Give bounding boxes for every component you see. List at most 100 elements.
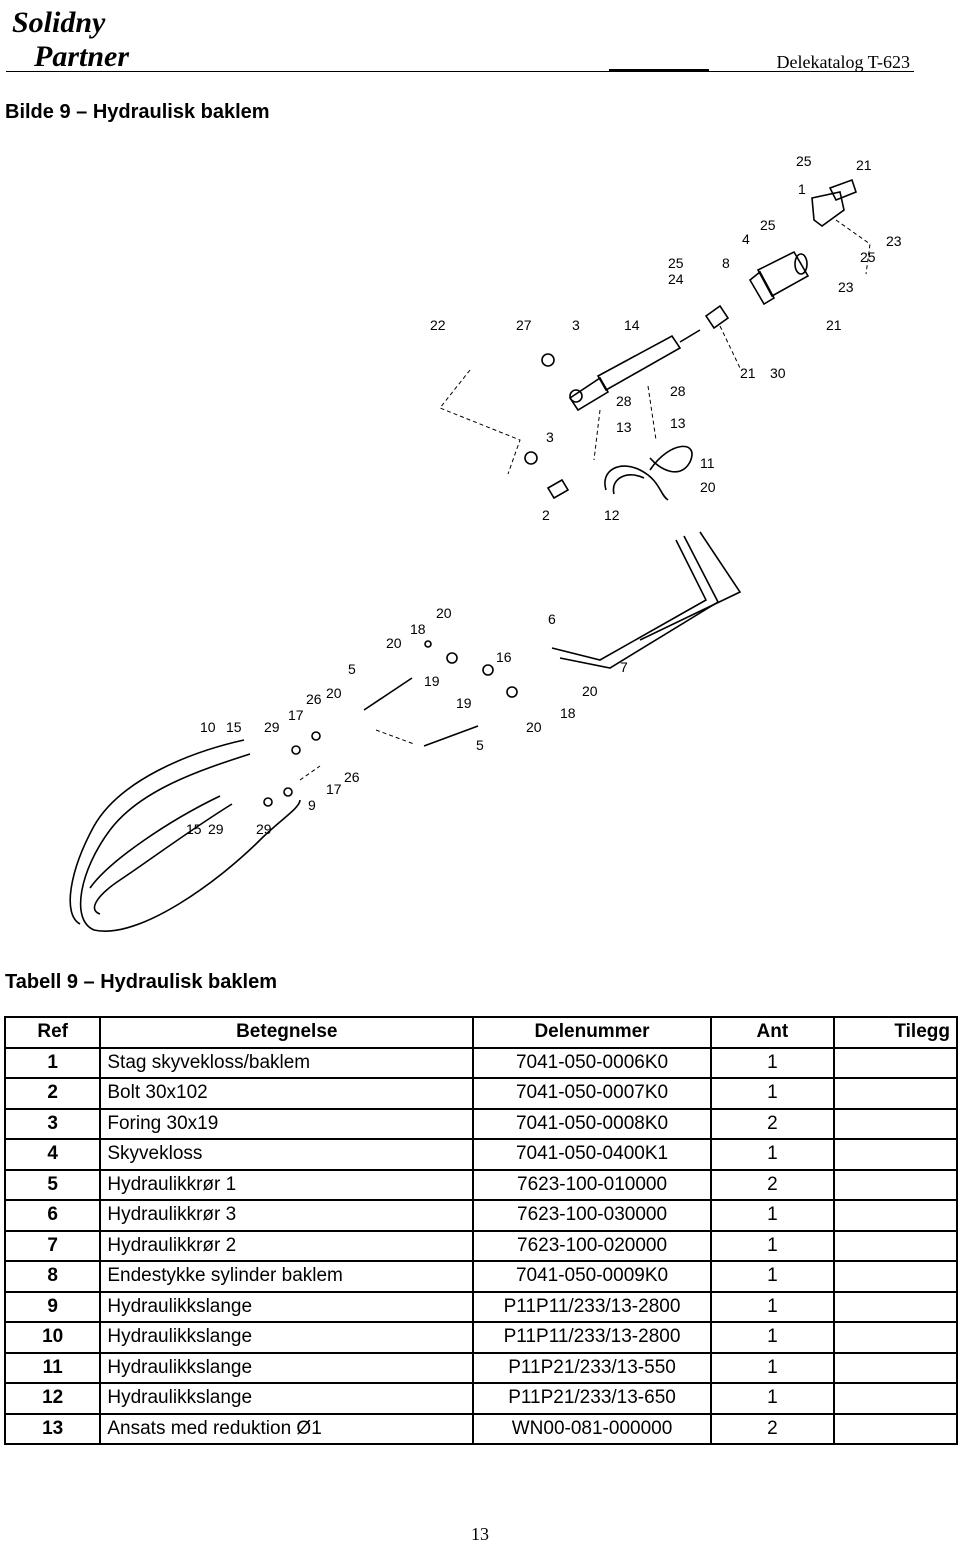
cell-ant: 1	[709, 1382, 835, 1415]
table-row: 11 Hydraulikkslange P11P21/233/13-550 1	[3, 1351, 959, 1384]
cell-ant: 1	[709, 1260, 835, 1293]
callout-label: 20	[526, 719, 542, 735]
cell-ref: 12	[3, 1382, 102, 1415]
cell-ant: 1	[709, 1229, 835, 1262]
table-title: Tabell 9 – Hydraulisk baklem	[5, 971, 277, 993]
callout-label: 23	[886, 233, 902, 249]
table-row: 13 Ansats med reduktion Ø1 WN00-081-0000…	[3, 1412, 959, 1445]
callout-label: 22	[430, 317, 446, 333]
cell-delenummer: P11P21/233/13-650	[472, 1382, 712, 1415]
table-row: 6 Hydraulikkrør 3 7623-100-030000 1	[3, 1199, 959, 1232]
column-header-delenummer: Delenummer	[472, 1016, 712, 1049]
cell-delenummer: 7041-050-0006K0	[472, 1046, 712, 1079]
cell-ref: 10	[3, 1321, 102, 1354]
callout-label: 28	[670, 383, 686, 399]
callout-label: 26	[306, 691, 322, 707]
cell-tilegg	[832, 1046, 959, 1079]
column-header-betegnelse: Betegnelse	[99, 1016, 475, 1049]
callout-label: 17	[326, 781, 342, 797]
cell-ref: 9	[3, 1290, 102, 1323]
callout-label: 6	[548, 611, 556, 627]
cell-betegnelse: Foring 30x19	[99, 1107, 475, 1140]
catalog-label: Delekatalog T-623	[776, 52, 910, 72]
diagram-leader-lines	[299, 219, 871, 781]
callout-label: 5	[348, 661, 356, 677]
cell-ant: 2	[709, 1412, 835, 1445]
callout-label: 26	[344, 769, 360, 785]
callout-label: 21	[856, 157, 872, 173]
cell-tilegg	[832, 1412, 959, 1445]
cell-ref: 5	[3, 1168, 102, 1201]
cell-ref: 6	[3, 1199, 102, 1232]
column-header-ref: Ref	[3, 1016, 102, 1049]
cell-ref: 3	[3, 1107, 102, 1140]
cell-betegnelse: Hydraulikkrør 3	[99, 1199, 475, 1232]
callout-label: 21	[826, 317, 842, 333]
cell-betegnelse: Hydraulikkslange	[99, 1290, 475, 1323]
cell-tilegg	[832, 1260, 959, 1293]
cell-delenummer: 7041-050-0008K0	[472, 1107, 712, 1140]
callout-label: 24	[668, 271, 684, 287]
table-row: 7 Hydraulikkrør 2 7623-100-020000 1	[3, 1229, 959, 1262]
callout-label: 29	[256, 821, 272, 837]
column-header-ant: Ant	[709, 1016, 835, 1049]
callout-label: 7	[620, 659, 628, 675]
cell-betegnelse: Bolt 30x102	[99, 1077, 475, 1110]
cell-betegnelse: Skyvekloss	[99, 1138, 475, 1171]
cell-ref: 7	[3, 1229, 102, 1262]
cell-tilegg	[832, 1138, 959, 1171]
callout-label: 20	[386, 635, 402, 651]
cell-ant: 2	[709, 1107, 835, 1140]
cell-tilegg	[832, 1077, 959, 1110]
cell-tilegg	[832, 1229, 959, 1262]
cell-delenummer: 7623-100-030000	[472, 1199, 712, 1232]
table-row: 2 Bolt 30x102 7041-050-0007K0 1	[3, 1077, 959, 1110]
cell-ant: 1	[709, 1290, 835, 1323]
cell-ref: 1	[3, 1046, 102, 1079]
callout-label: 16	[496, 649, 512, 665]
callout-label: 28	[616, 393, 632, 409]
cell-delenummer: 7623-100-020000	[472, 1229, 712, 1262]
cell-delenummer: WN00-081-000000	[472, 1412, 712, 1445]
callout-label: 20	[582, 683, 598, 699]
cell-betegnelse: Endestykke sylinder baklem	[99, 1260, 475, 1293]
callout-label: 29	[264, 719, 280, 735]
callout-label: 30	[770, 365, 786, 381]
cell-tilegg	[832, 1382, 959, 1415]
cell-ref: 13	[3, 1412, 102, 1445]
callout-label: 25	[860, 249, 876, 265]
callout-label: 25	[796, 153, 812, 169]
cell-delenummer: P11P11/233/13-2800	[472, 1290, 712, 1323]
cell-ant: 1	[709, 1138, 835, 1171]
cell-tilegg	[832, 1290, 959, 1323]
column-header-tilegg: Tilegg	[832, 1016, 959, 1049]
callout-label: 19	[424, 673, 440, 689]
solidny-partner-logo: Solidny Partner	[12, 6, 129, 72]
callout-label: 29	[208, 821, 224, 837]
cell-tilegg	[832, 1321, 959, 1354]
cell-delenummer: 7623-100-010000	[472, 1168, 712, 1201]
table-row: 12 Hydraulikkslange P11P21/233/13-650 1	[3, 1382, 959, 1415]
cell-ref: 8	[3, 1260, 102, 1293]
table-row: 10 Hydraulikkslange P11P11/233/13-2800 1	[3, 1321, 959, 1354]
callout-label: 4	[742, 231, 750, 247]
cell-betegnelse: Hydraulikkslange	[99, 1321, 475, 1354]
callout-label: 20	[436, 605, 452, 621]
callout-label: 27	[516, 317, 532, 333]
page-number: 13	[471, 1524, 489, 1544]
logo-line-1: Solidny	[12, 6, 106, 39]
callout-label: 20	[326, 685, 342, 701]
table-row: 1 Stag skyvekloss/baklem 7041-050-0006K0…	[3, 1046, 959, 1079]
callout-label: 12	[604, 507, 620, 523]
cell-betegnelse: Hydraulikkrør 1	[99, 1168, 475, 1201]
diagram-drawing	[69, 178, 857, 932]
table-row: 5 Hydraulikkrør 1 7623-100-010000 2	[3, 1168, 959, 1201]
callout-label: 15	[186, 821, 202, 837]
cell-betegnelse: Hydraulikkslange	[99, 1351, 475, 1384]
callout-label: 18	[560, 705, 576, 721]
callout-label: 19	[456, 695, 472, 711]
cell-ant: 1	[709, 1077, 835, 1110]
parts-table: Ref Betegnelse Delenummer Ant Tilegg 1 S…	[3, 1016, 959, 1445]
callout-label: 8	[722, 255, 730, 271]
